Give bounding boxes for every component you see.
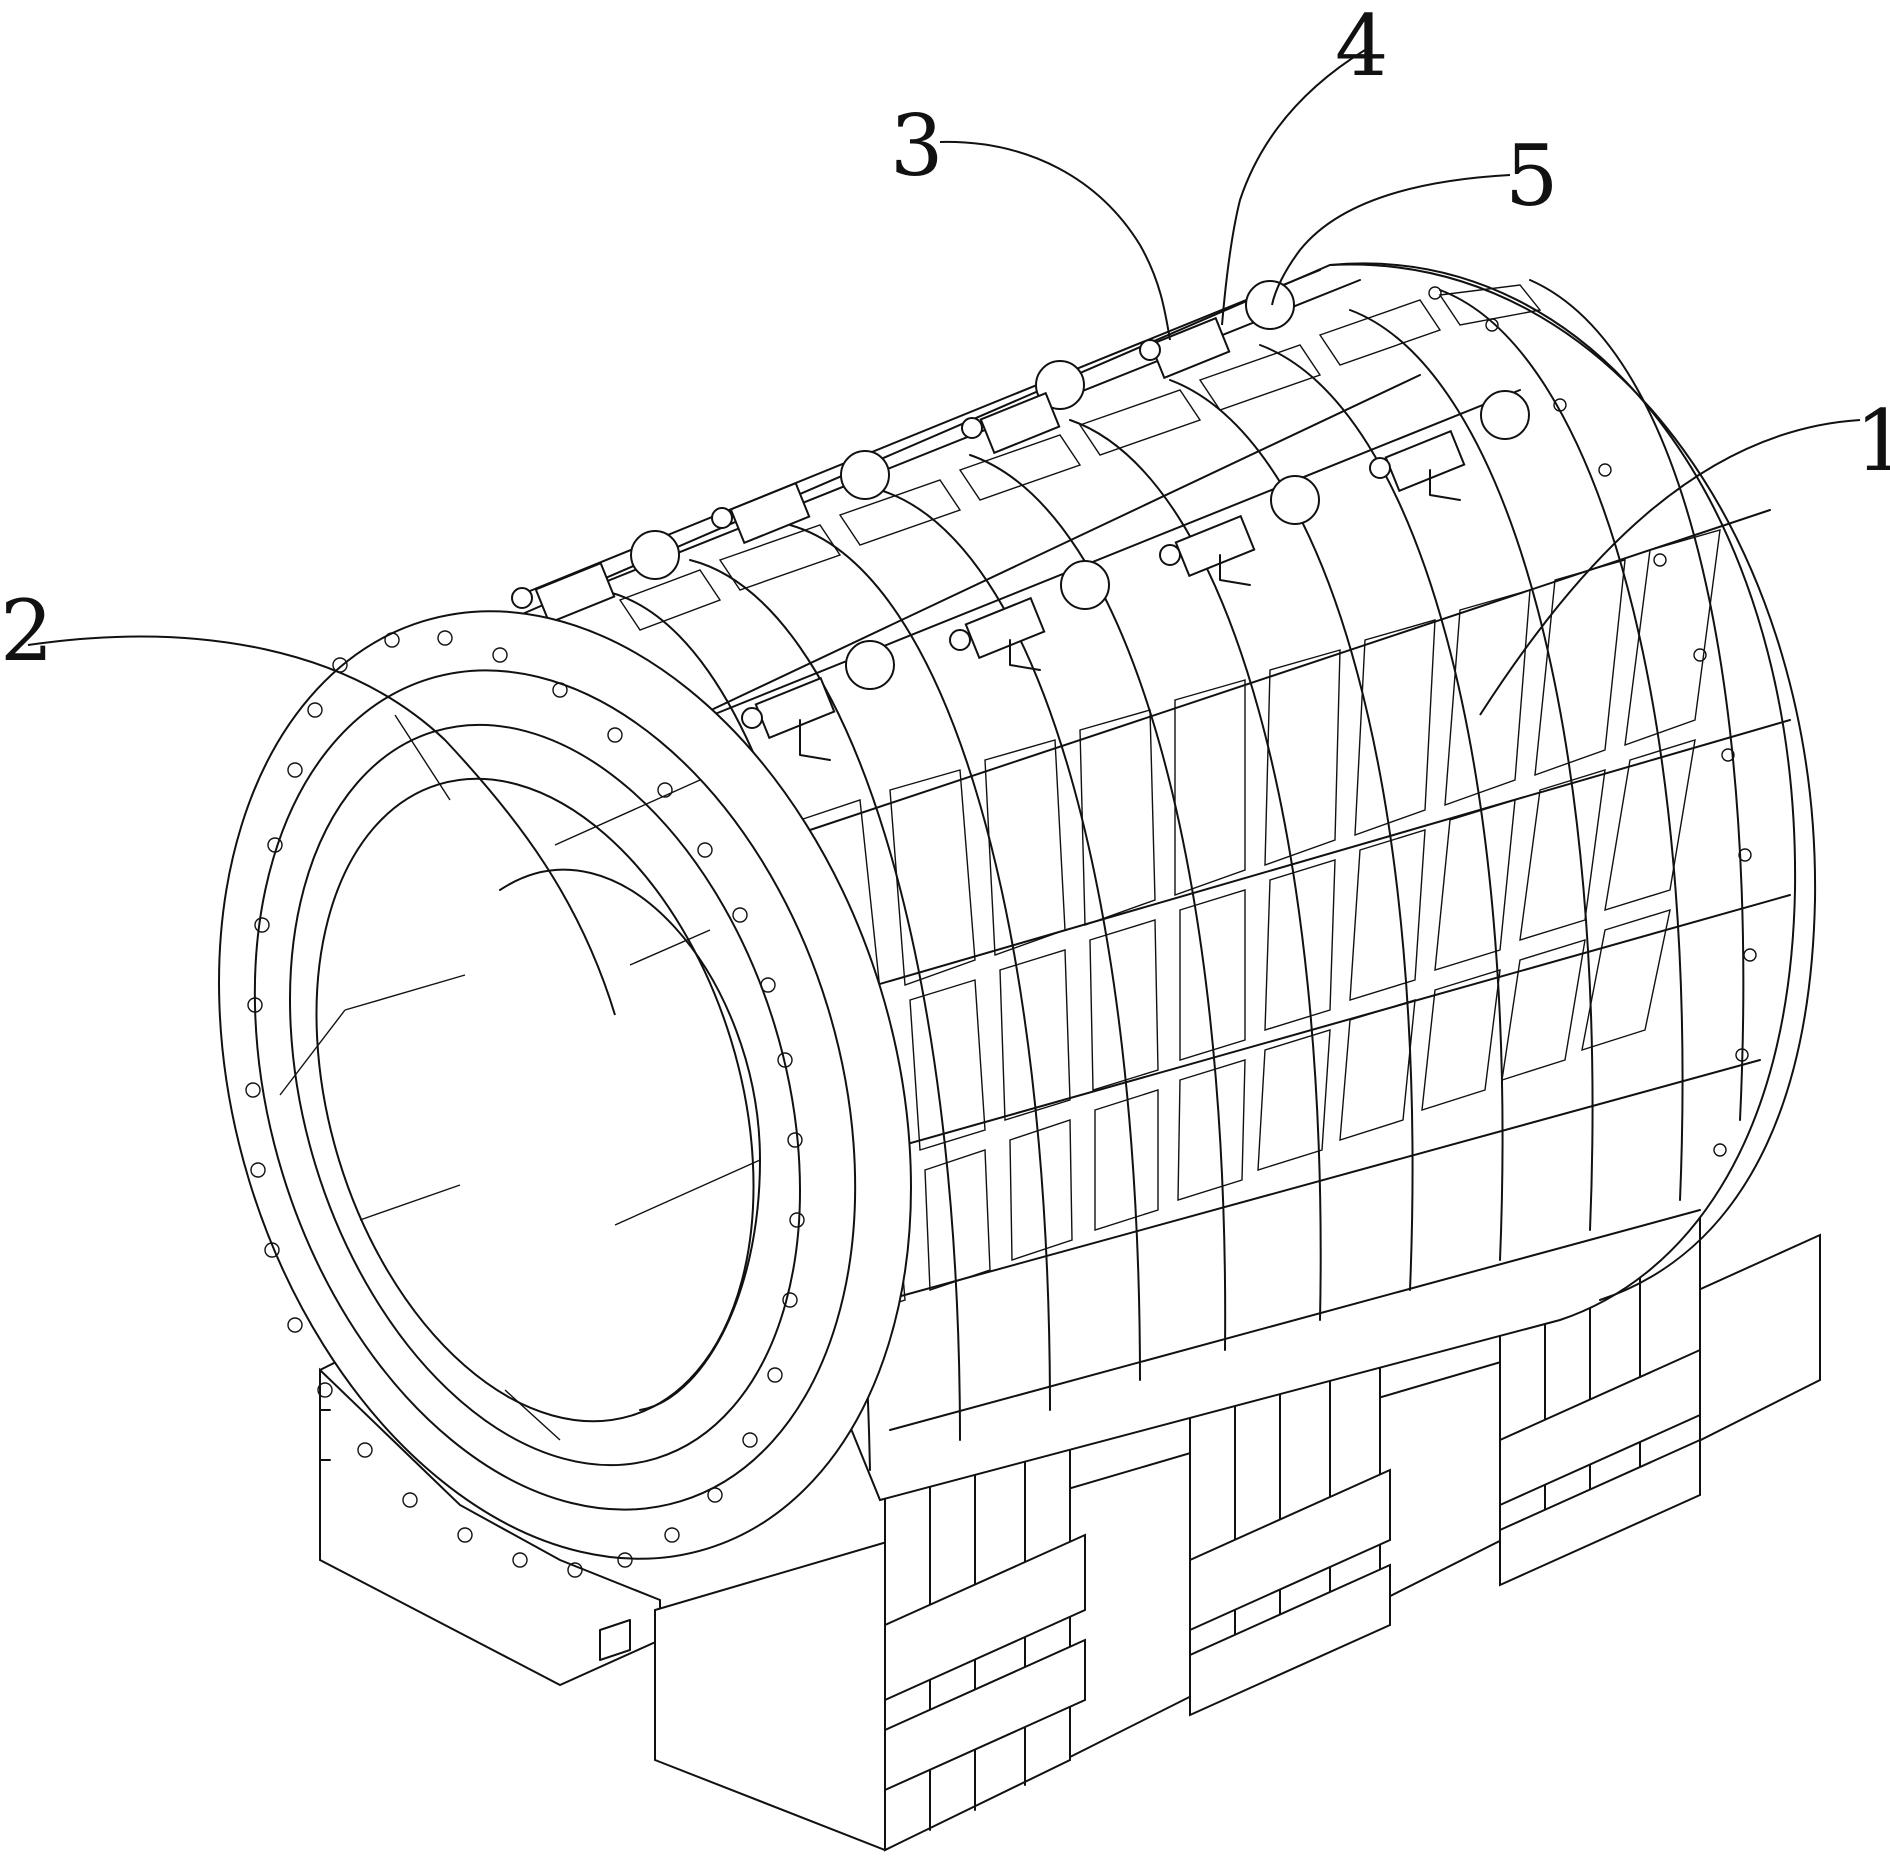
callout-4: 4 [1335, 0, 1388, 95]
valve-handle-icon [631, 531, 679, 579]
valve-handle-icon [1061, 561, 1109, 609]
callout-3: 3 [890, 97, 943, 195]
valve-handle-icon [1481, 391, 1529, 439]
callout-1: 1 [1855, 392, 1890, 490]
callout-2: 2 [0, 582, 53, 680]
leader-3 [940, 142, 1170, 340]
valve-handle-icon [846, 641, 894, 689]
valve-handle-icon [1271, 476, 1319, 524]
valve-handle-icon [1246, 281, 1294, 329]
callout-5: 5 [1505, 127, 1558, 225]
valve-handle-icon [841, 451, 889, 499]
